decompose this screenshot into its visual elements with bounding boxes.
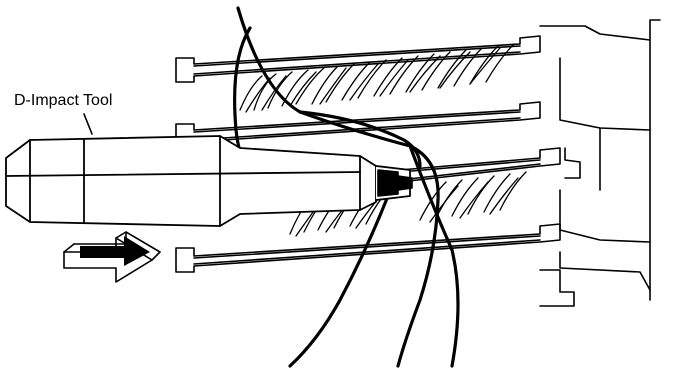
push-direction-arrow	[64, 232, 160, 282]
rail-3	[400, 148, 560, 182]
tool-blade-tip	[378, 170, 398, 196]
rail-4	[176, 224, 560, 272]
tool-label: D-Impact Tool	[14, 92, 112, 110]
tool-blade-edge	[398, 176, 412, 190]
label-leader-line	[84, 114, 92, 134]
impact-tool	[6, 136, 410, 226]
mounting-frame	[540, 20, 660, 306]
rail-2	[176, 102, 540, 148]
